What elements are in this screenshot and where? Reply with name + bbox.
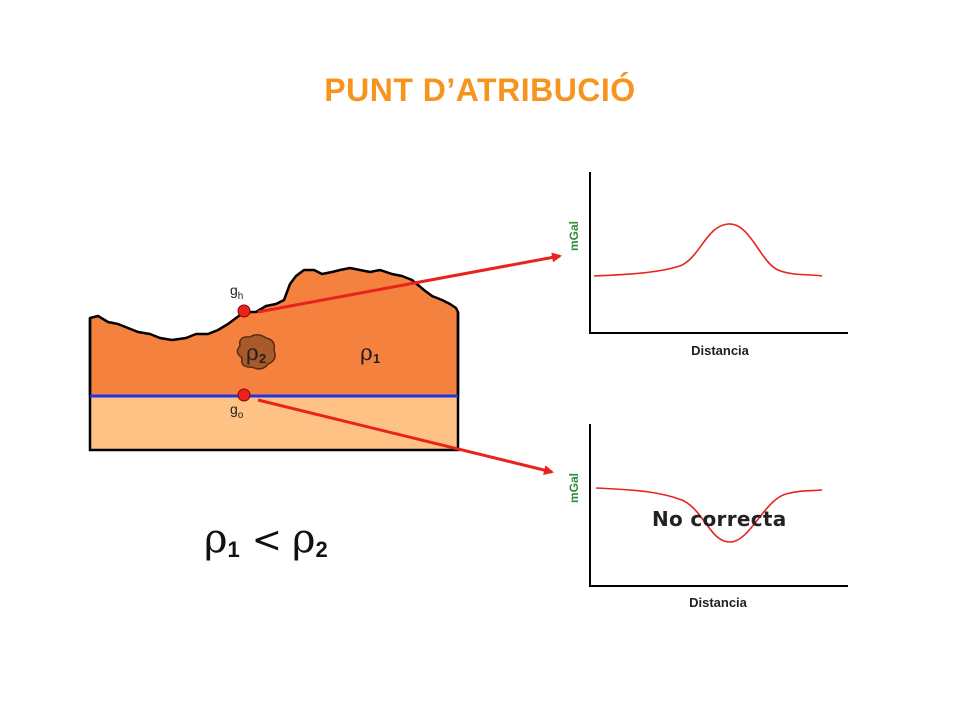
graph-2-xlabel: Distancia (689, 595, 748, 610)
arrow-to-graph-2 (257, 398, 554, 475)
density-inequality: ρ1<ρ2 (204, 516, 328, 562)
gh-point (237, 304, 251, 318)
incorrect-note: No correcta (652, 507, 787, 531)
gh-label: gh (230, 282, 243, 302)
go-point (237, 388, 251, 402)
rho1-label: ρ1 (360, 341, 380, 366)
arrow-to-graph-1 (257, 252, 562, 314)
graph-2-ylabel: mGal (567, 473, 581, 503)
graph-1-ylabel: mGal (567, 221, 581, 251)
graph-2-curve (595, 487, 823, 543)
graph-2-axes (589, 424, 848, 587)
upper-layer (88, 266, 460, 398)
page-title: PUNT D’ATRIBUCIÓ (324, 72, 636, 108)
graph-1-curve (593, 223, 823, 277)
graph-negative: mGal Distancia (567, 424, 848, 610)
graph-positive: mGal Distancia (567, 172, 848, 358)
dense-body (236, 334, 276, 370)
graph-1-axes (589, 172, 848, 334)
go-label: go (230, 401, 244, 421)
section-outline (88, 312, 460, 452)
graph-1-xlabel: Distancia (691, 343, 750, 358)
rho2-label: ρ2 (246, 341, 266, 366)
